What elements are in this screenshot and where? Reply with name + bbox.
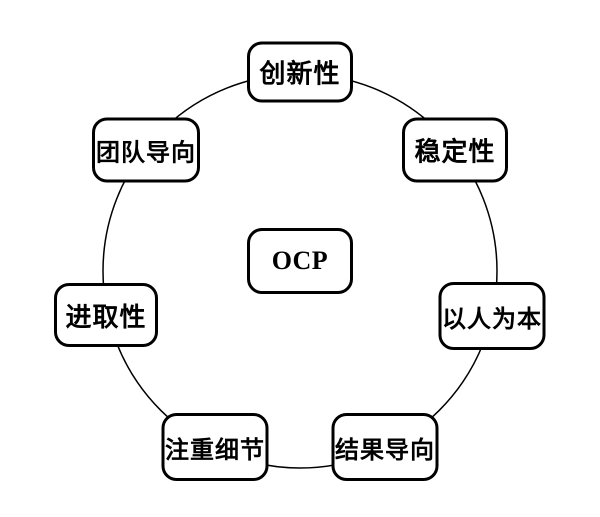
node-attention-to-detail: 注重细节 bbox=[161, 413, 269, 481]
node-attention-to-detail-label: 注重细节 bbox=[165, 437, 265, 464]
node-team-oriented: 团队导向 bbox=[92, 117, 200, 183]
node-people-oriented: 以人为本 bbox=[438, 282, 546, 350]
node-people-oriented-label: 以人为本 bbox=[442, 306, 542, 333]
node-enterprising: 进取性 bbox=[54, 283, 158, 347]
node-results-oriented: 结果导向 bbox=[331, 413, 439, 481]
node-stability-label: 稳定性 bbox=[414, 137, 496, 167]
node-center-ocp-label: OCP bbox=[271, 246, 329, 275]
node-stability: 稳定性 bbox=[402, 117, 508, 183]
node-innovation: 创新性 bbox=[247, 41, 353, 103]
node-team-oriented-label: 团队导向 bbox=[96, 140, 196, 167]
node-enterprising-label: 进取性 bbox=[65, 302, 147, 332]
node-innovation-label: 创新性 bbox=[259, 59, 341, 89]
node-center-ocp: OCP bbox=[247, 228, 353, 294]
node-results-oriented-label: 结果导向 bbox=[335, 437, 435, 464]
